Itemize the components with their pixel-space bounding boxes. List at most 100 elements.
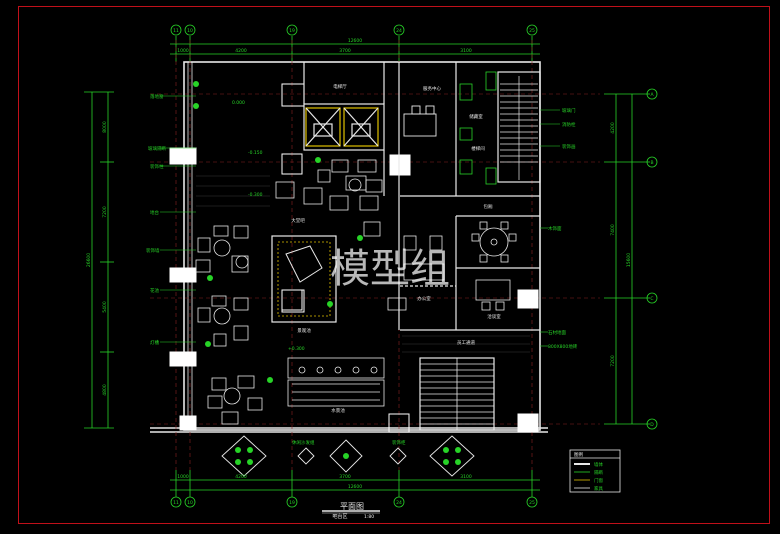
room-office: 办公室 <box>417 295 431 302</box>
title-underline <box>322 510 380 514</box>
water-feature <box>271 235 337 323</box>
callout-right-3: 装饰画 <box>562 143 576 150</box>
axis-right-d: D <box>650 422 654 428</box>
room-reception: 服务中心 <box>423 85 441 92</box>
callout-left-7: 灯槽 <box>150 339 159 346</box>
axis-bottom-5: 25 <box>529 500 535 506</box>
dim-top-seg-2: 4200 <box>235 48 247 54</box>
callout-left-6: 花池 <box>150 287 159 294</box>
axis-bottom-2: 10 <box>187 500 193 506</box>
dim-bottom-seg-1: 1000 <box>177 474 189 480</box>
level-d: +0.300 <box>288 346 305 352</box>
drawing-title: 平面图 <box>340 502 364 511</box>
dim-left-seg-4: 4800 <box>102 384 108 396</box>
dim-top-seg-3: 3700 <box>339 48 351 54</box>
watermark: 模型组 <box>330 246 450 292</box>
curtain-wall-left <box>187 62 193 428</box>
entrance-planters <box>221 435 475 477</box>
callout-right-6: 800X800地砖 <box>548 343 578 350</box>
callout-left-4: 地台 <box>150 209 159 216</box>
left-dimension-lines <box>84 91 114 429</box>
room-pool: 水景池 <box>331 407 345 414</box>
axis-top-1: 11 <box>173 28 179 34</box>
stair-upper <box>497 71 541 183</box>
round-table-group <box>471 221 517 263</box>
room-stair: 楼梯间 <box>471 145 485 152</box>
dim-right-seg-1: 4200 <box>610 122 616 134</box>
callout-bottom-2: 装饰柜 <box>392 439 406 446</box>
dim-bottom-seg-3: 3700 <box>339 474 351 480</box>
building-walls <box>150 61 548 433</box>
legend-title: 图例 <box>574 451 583 458</box>
lift-core <box>303 103 385 151</box>
axis-top-3: 19 <box>289 28 295 34</box>
axis-right-c: C <box>650 296 653 302</box>
axis-bottom-3: 19 <box>289 500 295 506</box>
drawing-subtitle: 吧台区 <box>332 513 347 520</box>
callout-left-5: 装饰墙 <box>146 247 160 254</box>
callout-left-3: 装饰柱 <box>150 163 164 170</box>
callout-left-2: 玻璃隔断 <box>148 145 166 152</box>
level-b: -0.150 <box>248 150 263 156</box>
legend-item-4: 家具 <box>594 485 603 492</box>
dim-top-seg-4: 3100 <box>460 48 472 54</box>
office-room-furniture <box>387 235 445 311</box>
bottom-axis-bubbles <box>170 496 538 508</box>
legend-item-3: 门窗 <box>594 477 603 484</box>
structural-columns <box>169 83 539 433</box>
room-corridor: 员工通道 <box>457 339 475 346</box>
left-seating <box>195 225 263 425</box>
fixtures-upper <box>459 71 497 185</box>
drawing-frame <box>18 6 770 524</box>
room-lift-lobby: 电梯厅 <box>333 83 347 90</box>
bottom-dimension-lines <box>170 470 540 497</box>
bar-counter <box>287 357 385 407</box>
level-a: 0.000 <box>232 100 245 106</box>
room-lounge: 大堂吧 <box>291 217 305 224</box>
axis-top-2: 10 <box>187 28 193 34</box>
level-c: -0.300 <box>248 192 263 198</box>
office-desk <box>475 279 511 311</box>
room-vip: 包厢 <box>484 203 493 210</box>
dim-left-seg-3: 5400 <box>102 301 108 313</box>
axis-right-a: A <box>650 92 654 98</box>
axis-top-4: 24 <box>396 28 402 34</box>
legend-item-1: 墙体 <box>594 461 603 468</box>
left-leaders <box>160 95 196 343</box>
reception-desk <box>403 105 437 137</box>
axis-right-b: B <box>650 160 653 166</box>
corridor-hatch <box>402 335 530 353</box>
axis-bottom-4: 24 <box>396 500 402 506</box>
axis-top-5: 25 <box>529 28 535 34</box>
drawing-scale: 1:80 <box>364 514 374 520</box>
room-storage: 储藏室 <box>469 113 483 120</box>
callout-left-1: 落地窗 <box>150 93 164 100</box>
dim-bottom-total: 12600 <box>348 484 362 490</box>
stair-lower <box>419 357 495 431</box>
callout-right-5: 石材地面 <box>548 329 566 336</box>
room-water-feature: 景观池 <box>297 327 311 334</box>
right-leaders <box>540 109 560 347</box>
room-meeting: 洽谈室 <box>487 313 501 320</box>
dim-right-seg-3: 7200 <box>610 355 616 367</box>
planter-plants <box>235 447 461 465</box>
dim-top-total: 12600 <box>348 38 362 44</box>
axis-bottom-1: 11 <box>173 500 179 506</box>
text-layer: 11 10 19 24 25 11 10 19 24 25 A B C D 12… <box>86 28 654 520</box>
dim-top-seg-1: 1000 <box>177 48 189 54</box>
callout-bottom-1: 休闲沙发组 <box>292 439 315 446</box>
callout-right-2: 消防栓 <box>562 121 576 128</box>
dim-left-seg-2: 7200 <box>102 206 108 218</box>
dim-left-seg-1: 8000 <box>102 121 108 133</box>
callout-right-4: 木饰面 <box>548 225 562 232</box>
right-dimension-lines <box>604 93 650 425</box>
dim-right-seg-2: 7400 <box>610 224 616 236</box>
lounge-sofas <box>275 159 383 237</box>
dim-bottom-seg-4: 3100 <box>460 474 472 480</box>
hatch-floor <box>196 175 270 207</box>
lounge-plants <box>193 81 363 383</box>
callout-right-1: 玻璃门 <box>562 107 576 114</box>
dim-right-total: 15600 <box>626 253 632 267</box>
upper-room-walls <box>303 62 540 331</box>
